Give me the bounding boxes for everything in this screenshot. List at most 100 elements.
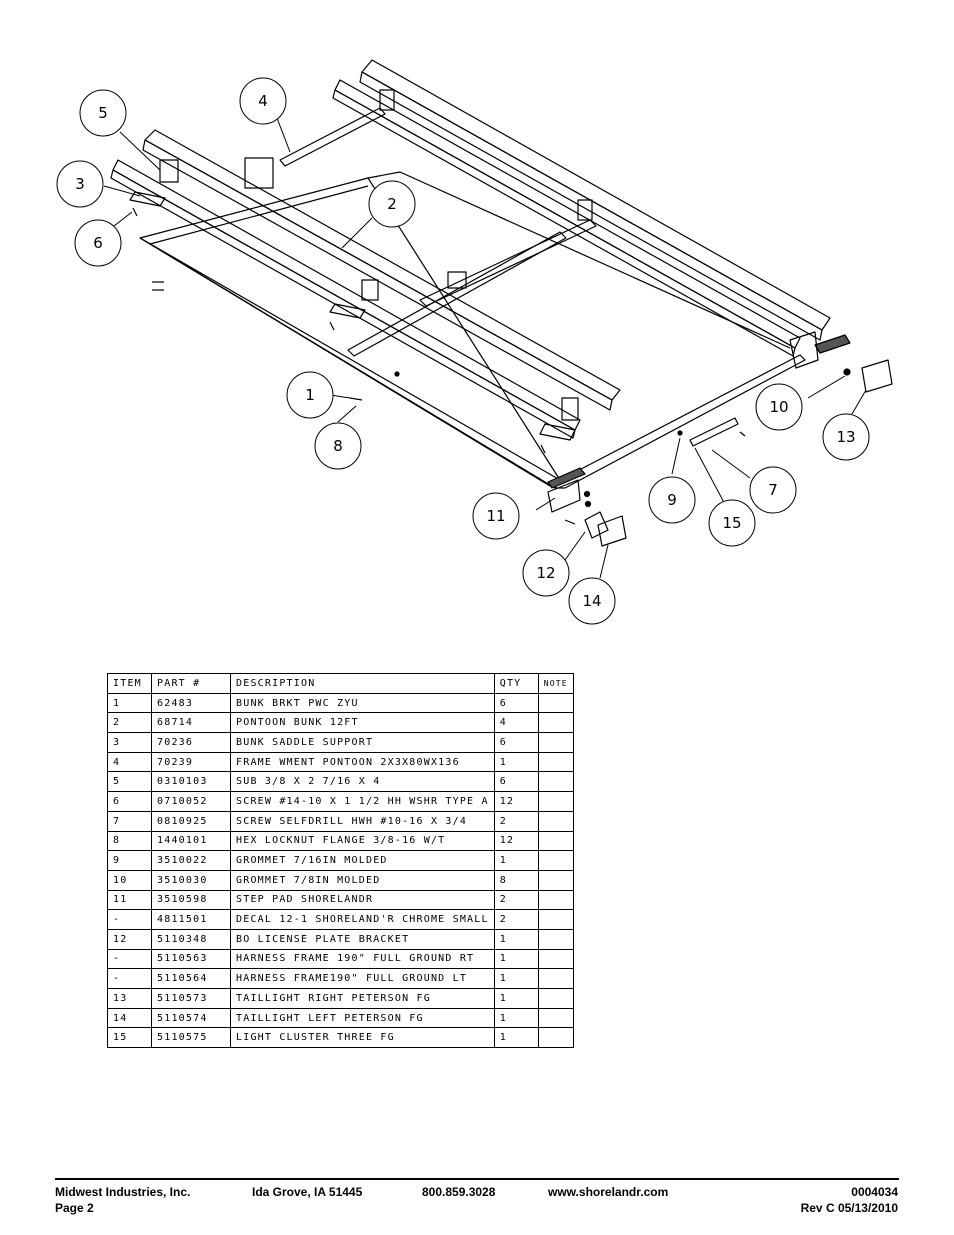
callout-label-5: 5	[98, 104, 108, 122]
cell-qty: 6	[493, 771, 539, 793]
cell-qty: 1	[493, 948, 539, 970]
cell-note	[537, 928, 574, 950]
footer-company: Midwest Industries, Inc.	[55, 1185, 191, 1199]
cell-qty: 1	[493, 988, 539, 1009]
cross-member-2	[347, 231, 567, 357]
cell-description: SCREW SELFDRILL HWH #10-16 X 3/4	[230, 810, 495, 832]
cell-qty: 2	[493, 909, 539, 930]
callout-1	[286, 371, 334, 419]
cell-note	[537, 869, 574, 891]
cell-description: HARNESS FRAME190" FULL GROUND LT	[230, 968, 495, 989]
step-pad-bracket	[547, 479, 581, 513]
cell-qty: 1	[493, 1027, 539, 1049]
cross-member-1	[279, 107, 386, 167]
callout-label-15: 15	[722, 514, 741, 532]
cell-part: 3510030	[151, 869, 231, 891]
cell-note	[537, 692, 574, 714]
cell-note	[537, 988, 574, 1009]
cell-qty: 1	[493, 928, 539, 950]
cell-item: 14	[107, 1007, 152, 1029]
col-header-qty: QTY	[493, 673, 539, 694]
callout-11	[472, 492, 520, 540]
cell-part: 5110575	[151, 1027, 231, 1049]
cell-item: -	[107, 968, 152, 989]
cell-item: 11	[107, 889, 152, 911]
cell-part: 5110348	[151, 928, 231, 950]
cell-part: 70239	[151, 751, 231, 773]
taillight-right	[861, 359, 893, 393]
cell-item: 1	[107, 692, 152, 714]
cell-part: 70236	[151, 732, 231, 753]
callout-label-6: 6	[93, 234, 103, 252]
cell-item: 4	[107, 751, 152, 773]
table-header-row: ITEM PART # DESCRIPTION QTY NOTE	[107, 673, 574, 694]
cell-qty: 6	[493, 692, 539, 714]
cell-description: TAILLIGHT LEFT PETERSON FG	[230, 1007, 495, 1029]
footer-website: www.shorelandr.com	[548, 1185, 669, 1199]
callout-label-14: 14	[582, 592, 601, 610]
cell-part: 4811501	[151, 909, 231, 930]
cell-part: 5110563	[151, 948, 231, 970]
frame-bracket	[244, 157, 274, 189]
cell-note	[537, 830, 574, 852]
footer-rule	[55, 1178, 899, 1180]
callout-9	[648, 476, 696, 524]
callout-13	[822, 413, 870, 461]
bunk-front-1	[144, 129, 621, 401]
callout-label-3: 3	[75, 175, 85, 193]
cell-qty: 1	[493, 751, 539, 773]
cell-note	[537, 1007, 574, 1029]
cell-description: DECAL 12-1 SHORELAND'R CHROME SMALL	[230, 909, 495, 930]
cell-description: BUNK SADDLE SUPPORT	[230, 732, 495, 753]
cell-qty: 12	[493, 791, 539, 812]
cell-part: 0710052	[151, 791, 231, 812]
cell-note	[537, 771, 574, 793]
taillight-left	[597, 515, 627, 547]
cell-description: BO LICENSE PLATE BRACKET	[230, 928, 495, 950]
callout-12	[522, 549, 570, 597]
cell-item: 6	[107, 791, 152, 812]
cell-note	[537, 889, 574, 911]
cell-qty: 4	[493, 712, 539, 734]
cell-part: 3510598	[151, 889, 231, 911]
callout-label-7: 7	[768, 481, 778, 499]
cell-qty: 12	[493, 830, 539, 852]
callout-label-1: 1	[305, 386, 315, 404]
callout-2	[368, 180, 416, 228]
callout-label-4: 4	[258, 92, 268, 110]
footer-phone: 800.859.3028	[422, 1185, 496, 1199]
col-header-part: PART #	[151, 673, 231, 694]
cell-note	[537, 712, 574, 734]
cell-item: 10	[107, 869, 152, 891]
cell-qty: 2	[493, 810, 539, 832]
cell-item: -	[107, 909, 152, 930]
cell-item: 5	[107, 771, 152, 793]
cell-note	[537, 732, 574, 753]
cell-qty: 2	[493, 889, 539, 911]
cell-item: 7	[107, 810, 152, 832]
frame-rear-rail	[559, 354, 806, 489]
callout-label-8: 8	[333, 437, 343, 455]
cell-note	[537, 791, 574, 812]
cell-note	[537, 909, 574, 930]
callout-label-11: 11	[486, 507, 505, 525]
callout-6	[74, 219, 122, 267]
cell-note	[537, 968, 574, 989]
cell-description: HEX LOCKNUT FLANGE 3/8-16 W/T	[230, 830, 495, 852]
callout-7	[749, 466, 797, 514]
cell-part: 5110574	[151, 1007, 231, 1029]
